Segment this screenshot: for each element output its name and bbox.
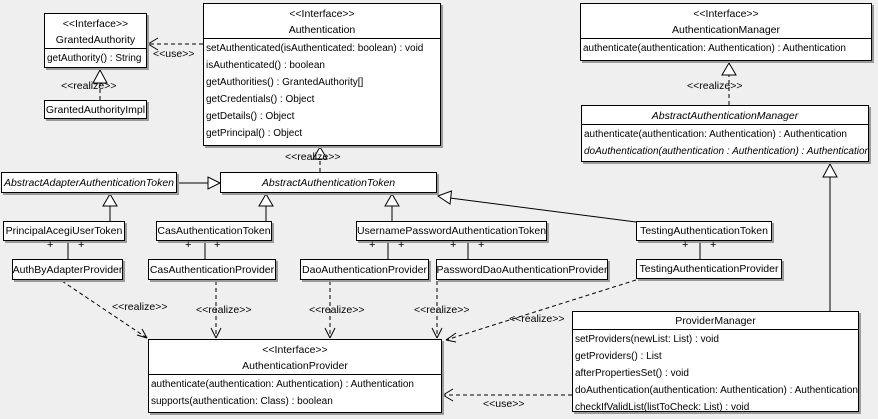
class-granted-authority[interactable]: <<Interface>> GrantedAuthority getAuthor… (44, 13, 147, 68)
class-name: Authentication (288, 24, 356, 36)
class-testing-authentication-token[interactable]: TestingAuthenticationToken (636, 221, 772, 241)
realize-label: <<realize>> (196, 304, 252, 316)
stereotype: <<Interface>> (62, 18, 129, 30)
method: getCredentials() : Object (206, 94, 315, 105)
association-end-plus: + (47, 239, 54, 251)
realize-label: <<realize>> (61, 80, 117, 92)
class-abstract-authentication-manager[interactable]: AbstractAuthenticationManager authentica… (581, 105, 869, 162)
class-testing-authentication-provider[interactable]: TestingAuthenticationProvider (636, 259, 782, 279)
association-end-plus: + (710, 239, 717, 251)
class-name: CasAuthenticationProvider (149, 263, 275, 276)
association-end-plus: + (450, 239, 457, 251)
class-provider-manager[interactable]: ProviderManager setProviders(newList: Li… (572, 311, 859, 412)
stereotype: <<Interface>> (262, 344, 328, 356)
class-name: AbstractAdapterAuthenticationToken (3, 176, 175, 189)
class-name: PrincipalAcegiUserToken (5, 225, 123, 237)
association-end-plus: + (398, 239, 405, 251)
association-end-plus: + (214, 239, 221, 251)
realize-label: <<realize>> (309, 304, 365, 316)
class-name: AbstractAuthenticationManager (651, 110, 799, 122)
class-cas-authentication-provider[interactable]: CasAuthenticationProvider (148, 259, 276, 280)
class-authentication[interactable]: <<Interface>> Authentication setAuthenti… (203, 3, 441, 146)
association-end-plus: + (478, 239, 485, 251)
realize-label: <<realize>> (414, 304, 470, 316)
use-label: <<use>> (153, 48, 195, 60)
class-auth-by-adapter-provider[interactable]: AuthByAdapterProvider (12, 259, 123, 280)
class-authentication-provider[interactable]: <<Interface>> AuthenticationProvider aut… (148, 339, 442, 413)
method: checkIfValidList(listToCheck: List) : vo… (575, 402, 750, 412)
class-name: AuthenticationManager (672, 24, 780, 36)
method: getProviders() : List (575, 351, 662, 362)
class-cas-authentication-token[interactable]: CasAuthenticationToken (156, 221, 272, 241)
class-abstract-adapter-authentication-token[interactable]: AbstractAdapterAuthenticationToken (1, 172, 177, 193)
class-name: AuthenticationProvider (242, 360, 348, 372)
method: supports(authentication: Class) : boolea… (151, 396, 333, 407)
association-end-plus: + (682, 239, 689, 251)
method: isAuthenticated() : boolean (206, 60, 325, 71)
method: authenticate(authentication: Authenticat… (583, 43, 846, 54)
association-end-plus: + (78, 239, 85, 251)
realize-label: <<realize>> (112, 301, 168, 313)
class-name: TestingAuthenticationToken (640, 225, 768, 237)
class-name: GrantedAuthorityImpl (45, 103, 146, 116)
class-name: ProviderManager (675, 315, 756, 327)
method: doAuthentication(authentication: Authent… (575, 385, 858, 396)
method: setAuthenticated(isAuthenticated: boolea… (206, 43, 424, 54)
class-principal-acegi-user-token[interactable]: PrincipalAcegiUserToken (3, 221, 125, 241)
realize-label: <<realize>> (509, 313, 565, 325)
method: setProviders(newList: List) : void (575, 334, 719, 345)
method: getAuthorities() : GrantedAuthority[] (206, 77, 364, 88)
stereotype: <<Interface>> (693, 8, 759, 20)
class-granted-authority-impl[interactable]: GrantedAuthorityImpl (44, 100, 147, 119)
method: getDetails() : Object (206, 111, 295, 122)
method: doAuthentication(authentication : Authen… (584, 146, 869, 157)
class-name: AbstractAuthenticationToken (261, 176, 396, 189)
stereotype: <<Interface>> (289, 8, 355, 20)
class-abstract-authentication-token[interactable]: AbstractAuthenticationToken (220, 172, 437, 193)
class-password-dao-authentication-provider[interactable]: PasswordDaoAuthenticationProvider (436, 259, 608, 280)
use-label: <<use>> (483, 398, 525, 410)
class-dao-authentication-provider[interactable]: DaoAuthenticationProvider (300, 259, 429, 280)
method: getPrincipal() : Object (206, 128, 303, 139)
association-end-plus: + (185, 239, 192, 251)
class-username-password-authentication-token[interactable]: UsernamePasswordAuthenticationToken (356, 221, 547, 241)
class-name: GrantedAuthority (55, 34, 136, 46)
method: authenticate(authentication: Authenticat… (584, 129, 847, 140)
class-name: AuthByAdapterProvider (12, 263, 123, 276)
realize-label: <<realize>> (285, 151, 341, 163)
class-authentication-manager[interactable]: <<Interface>> AuthenticationManager auth… (580, 3, 872, 61)
method: afterPropertiesSet() : void (575, 368, 689, 379)
class-name: TestingAuthenticationProvider (639, 263, 779, 275)
method: authenticate(authentication: Authenticat… (151, 379, 414, 390)
realize-label: <<realize>> (687, 80, 743, 92)
class-name: CasAuthenticationToken (157, 225, 271, 237)
association-end-plus: + (369, 239, 376, 251)
class-name: PasswordDaoAuthenticationProvider (436, 263, 608, 276)
method: getAuthority() : String (47, 53, 142, 64)
class-name: UsernamePasswordAuthenticationToken (356, 225, 547, 237)
class-name: DaoAuthenticationProvider (302, 263, 427, 276)
